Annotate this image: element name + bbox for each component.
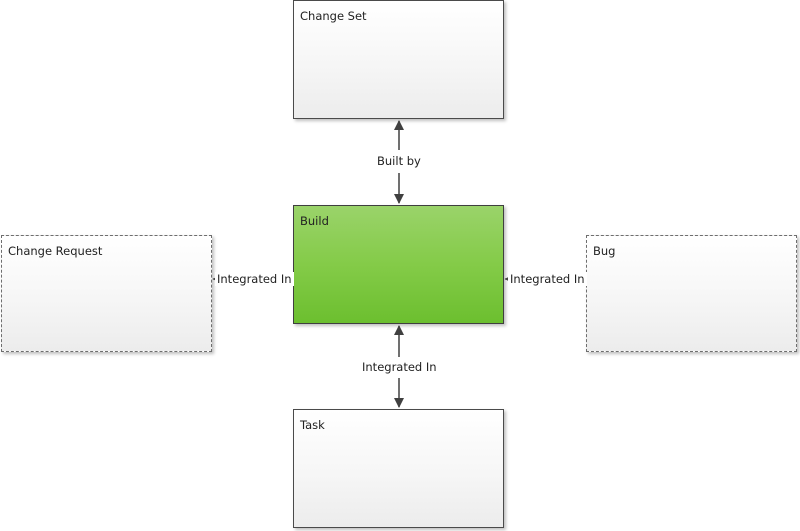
edge-label-integrated-in-bug: Integrated In xyxy=(508,272,587,286)
edge-label-integrated-in-change-request: Integrated In xyxy=(215,272,294,286)
build-label: Build xyxy=(300,214,329,228)
bug-label: Bug xyxy=(593,244,616,258)
task-label: Task xyxy=(300,418,325,432)
change-set-node[interactable]: Change Set xyxy=(293,0,504,119)
edge-label-integrated-in-task: Integrated In xyxy=(360,360,439,374)
change-request-node[interactable]: Change Request xyxy=(1,235,212,352)
bug-node[interactable]: Bug xyxy=(586,235,797,352)
task-node[interactable]: Task xyxy=(293,409,504,528)
change-set-label: Change Set xyxy=(300,9,367,23)
edge-label-built-by: Built by xyxy=(375,154,423,168)
change-request-label: Change Request xyxy=(8,244,103,258)
build-node[interactable]: Build xyxy=(293,205,504,324)
